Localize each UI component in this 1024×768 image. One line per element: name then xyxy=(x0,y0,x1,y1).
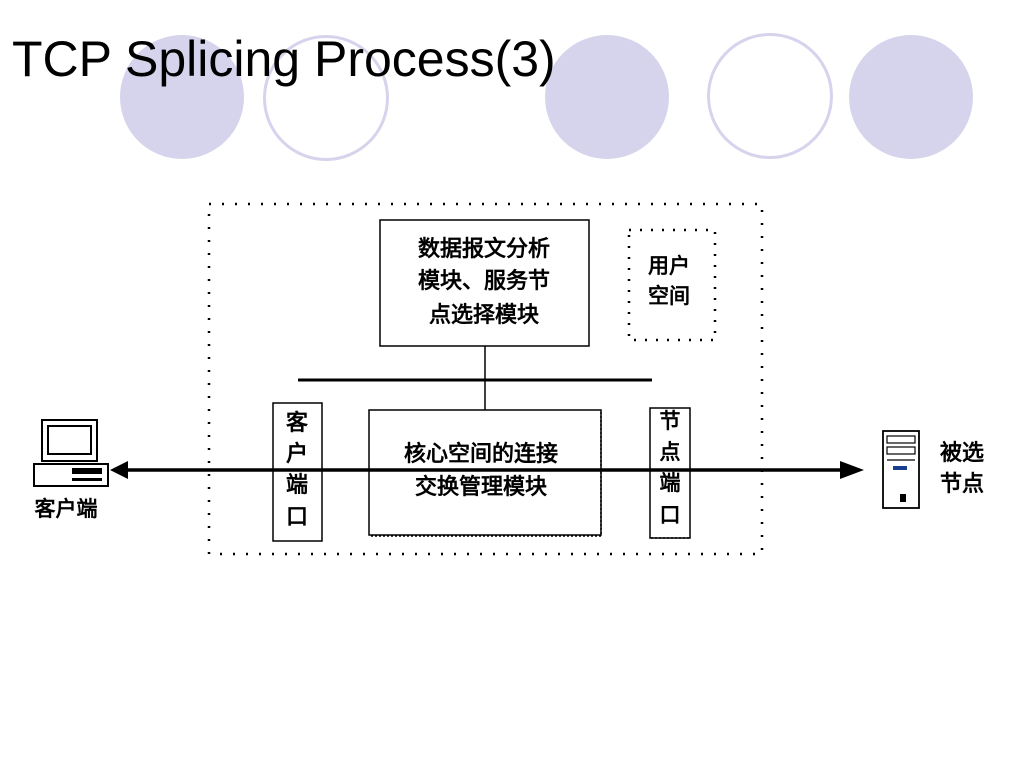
server-label-1: 被选 xyxy=(940,441,984,466)
server-label-2: 节点 xyxy=(940,471,984,497)
decor-circle-3 xyxy=(545,35,669,159)
arrowhead-left xyxy=(110,461,128,479)
client-port-char-4: 口 xyxy=(286,505,308,530)
node-port-char-4: 口 xyxy=(660,503,681,527)
node-port-char-1: 节 xyxy=(660,409,681,433)
node-port-char-3: 端 xyxy=(660,471,681,495)
slide-title: TCP Splicing Process(3) xyxy=(12,31,556,87)
analysis-module-box xyxy=(379,219,590,347)
server-tower-icon xyxy=(882,430,920,509)
node-port-char-2: 点 xyxy=(660,440,681,464)
core-module-line-2: 交换管理模块 xyxy=(415,474,548,500)
analysis-module-line-2: 模块、服务节 xyxy=(418,269,550,294)
client-port-char-2: 户 xyxy=(286,441,308,467)
node-port-box xyxy=(649,407,691,539)
user-space-label-1: 用户 xyxy=(648,254,690,278)
decor-circle-4 xyxy=(707,33,833,159)
host-boundary xyxy=(207,202,764,556)
analysis-module-line-1: 数据报文分析 xyxy=(418,236,550,262)
decor-circle-1 xyxy=(120,35,244,159)
user-space-label-2: 空间 xyxy=(648,284,690,308)
core-module-box xyxy=(368,409,602,536)
client-port-char-1: 客 xyxy=(286,410,309,436)
analysis-module-line-3: 点选择模块 xyxy=(429,302,540,328)
decor-circle-2 xyxy=(263,35,389,161)
client-port-box xyxy=(272,402,323,542)
decor-circle-5 xyxy=(849,35,973,159)
core-module-line-1: 核心空间的连接 xyxy=(404,441,558,467)
arrowhead-right xyxy=(840,461,864,479)
client-label: 客户端 xyxy=(35,497,98,521)
client-port-char-3: 端 xyxy=(286,473,308,498)
client-computer-icon xyxy=(33,419,109,487)
